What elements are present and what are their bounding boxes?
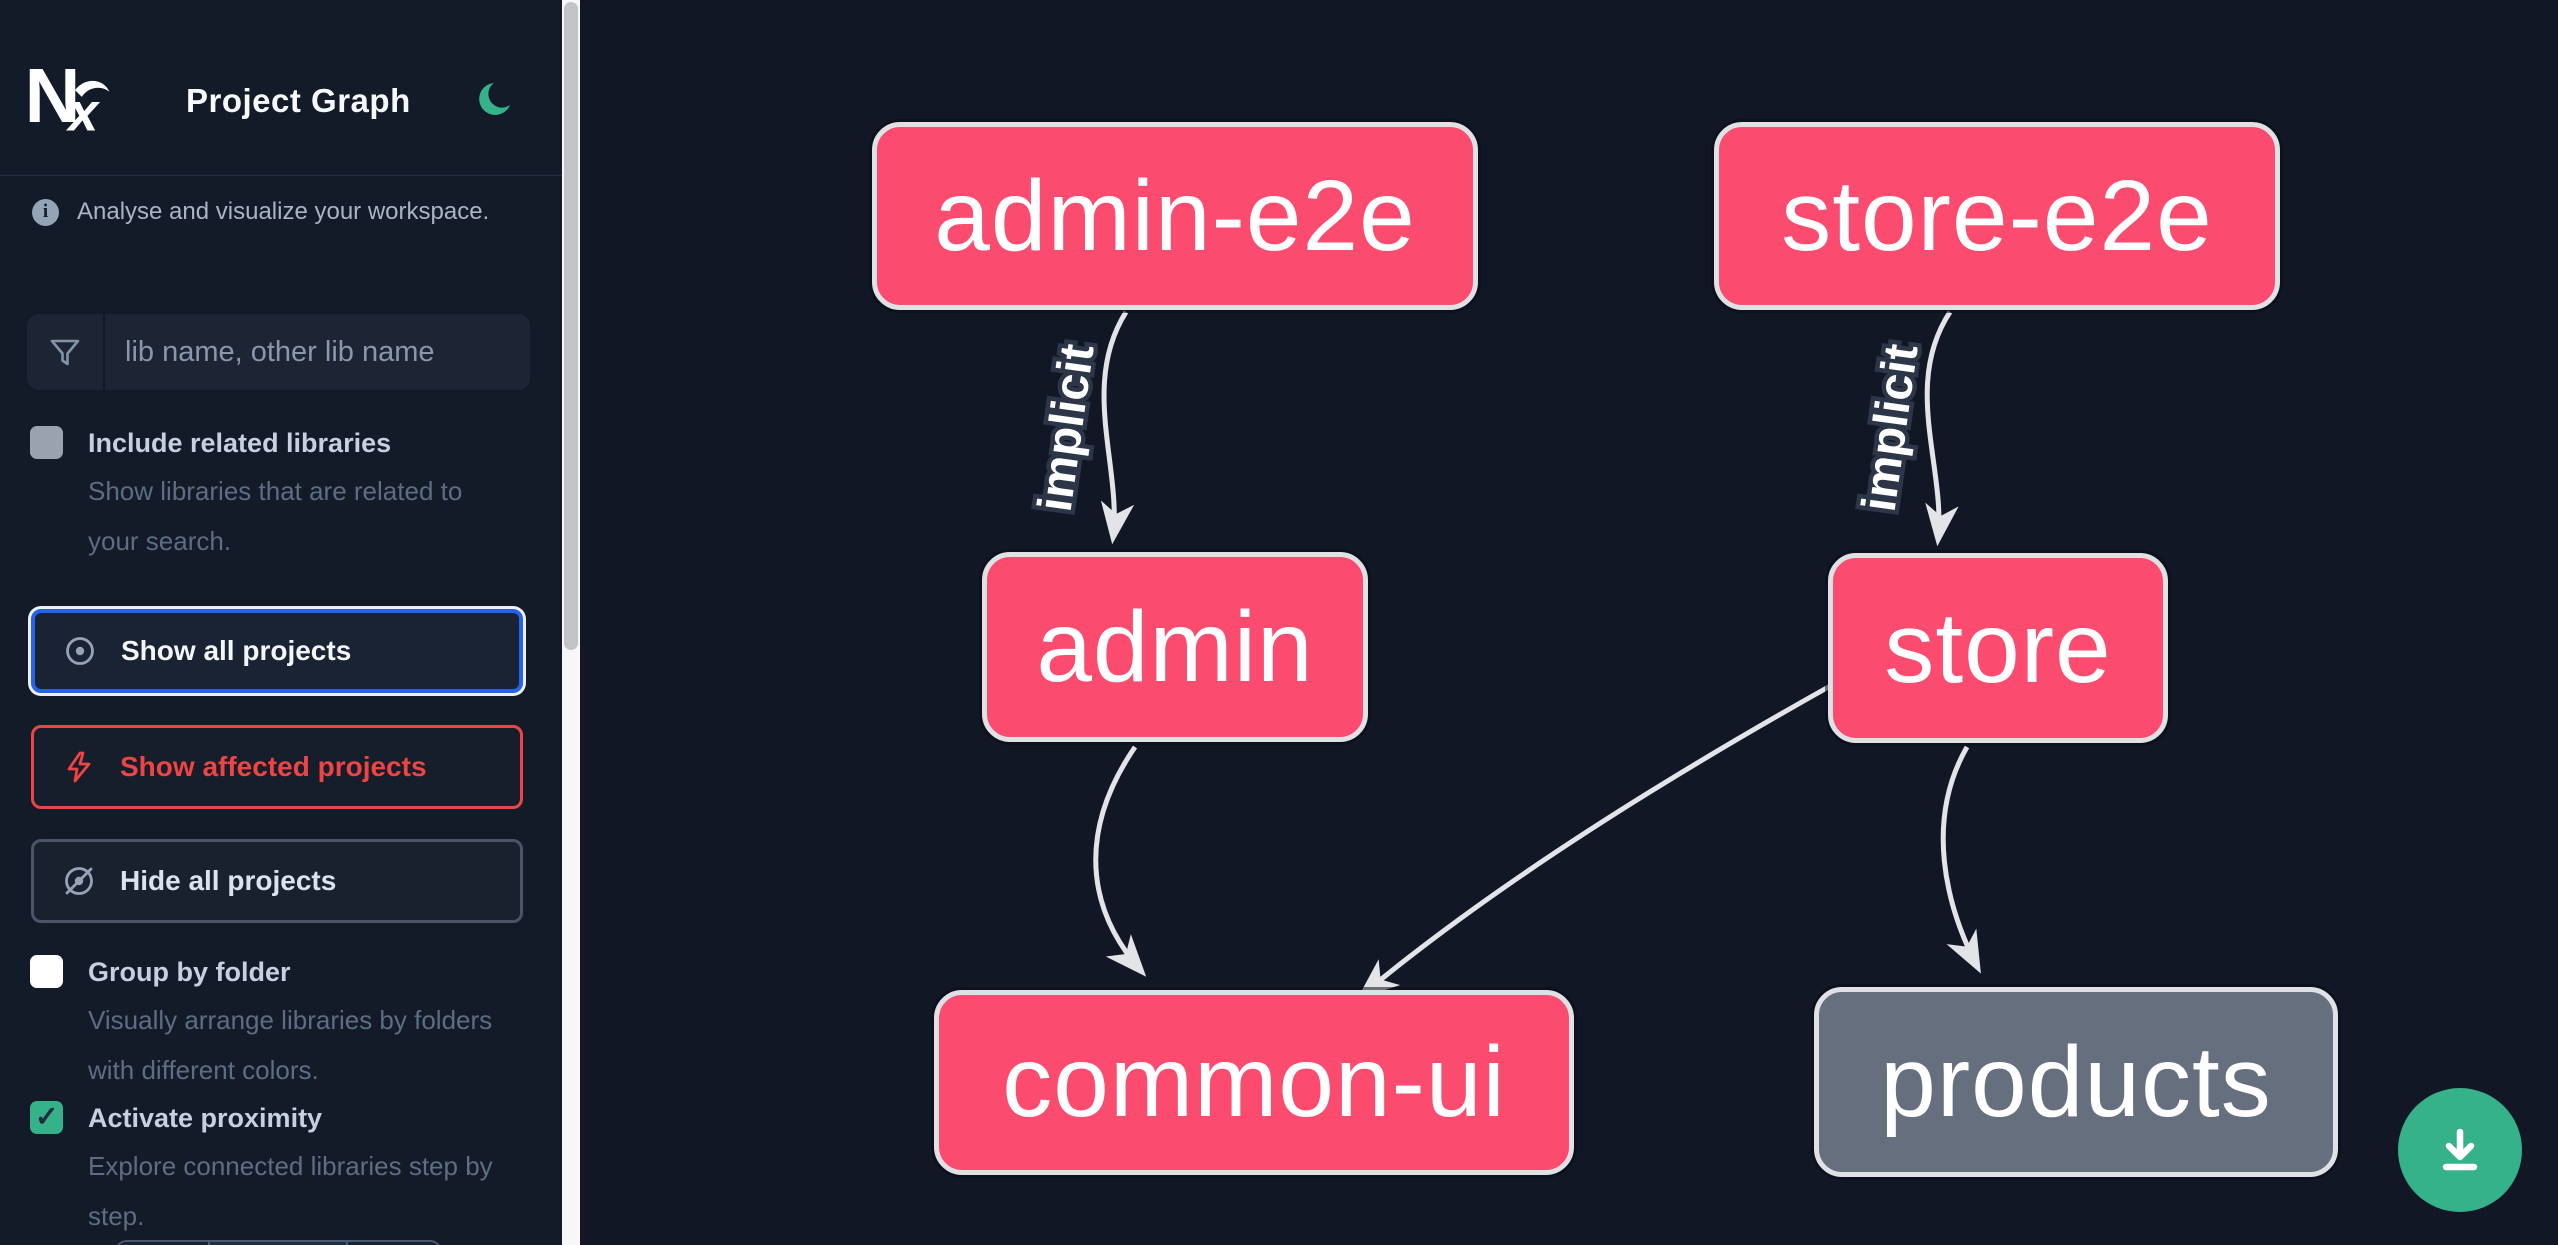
dependency-edges: implicit implicit — [1024, 310, 1981, 1000]
svg-text:N: N — [28, 58, 80, 134]
project-node-products[interactable]: products — [1814, 987, 2338, 1177]
page-title: Project Graph — [186, 82, 411, 119]
edge-store-e2e-to-store — [1924, 310, 1959, 547]
include-related-setting: Include related libraries Show libraries… — [30, 426, 530, 566]
search-input[interactable] — [105, 314, 530, 390]
hide-all-projects-label: Hide all projects — [120, 865, 337, 896]
activate-proximity-setting: Activate proximity Explore connected lib… — [30, 1100, 530, 1241]
project-node-admin[interactable]: admin — [982, 552, 1368, 742]
show-affected-projects-button[interactable]: Show affected projects — [31, 725, 523, 809]
edge-store-to-products — [1940, 745, 1981, 974]
project-node-store[interactable]: store — [1828, 553, 2168, 743]
header-divider — [0, 175, 562, 176]
show-all-projects-label: Show all projects — [121, 635, 352, 666]
include-related-label: Include related libraries — [88, 428, 392, 458]
project-node-common-ui[interactable]: common-ui — [934, 990, 1574, 1175]
activate-proximity-checkbox[interactable] — [30, 1100, 63, 1134]
project-filter — [27, 314, 530, 390]
eye-icon — [66, 637, 94, 665]
filter-icon-cell — [27, 314, 105, 390]
nx-logo: N x — [28, 58, 110, 134]
show-all-projects-button[interactable]: Show all projects — [31, 609, 523, 693]
info-icon: i — [32, 198, 59, 226]
moon-icon — [479, 82, 510, 115]
project-node-store-e2e[interactable]: store-e2e — [1714, 122, 2280, 310]
include-related-description: Show libraries that are related to your … — [88, 476, 463, 556]
sidebar: N x Project Graph i Analyse and visualiz… — [0, 0, 562, 1245]
proximity-depth-stepper — [115, 1240, 442, 1245]
workspace-info: i Analyse and visualize your workspace. — [32, 198, 532, 226]
graph-canvas[interactable]: implicit implicit admin-e2e store-e2e ad… — [580, 0, 2558, 1245]
project-node-admin-e2e[interactable]: admin-e2e — [872, 122, 1478, 310]
show-affected-projects-label: Show affected projects — [120, 751, 427, 782]
edge-admin-to-common-ui — [1093, 745, 1147, 977]
edge-label-implicit-store: implicit — [1853, 341, 1929, 515]
eye-off-icon — [65, 867, 93, 895]
edge-store-to-common-ui — [1357, 682, 1834, 1000]
edge-admin-e2e-to-admin — [1100, 310, 1135, 545]
hide-all-projects-button[interactable]: Hide all projects — [31, 839, 523, 923]
download-icon — [2442, 1128, 2478, 1171]
funnel-icon — [50, 339, 80, 366]
theme-toggle-button[interactable] — [470, 78, 516, 124]
download-graph-button[interactable] — [2398, 1088, 2522, 1212]
group-by-folder-description: Visually arrange libraries by folders wi… — [88, 1005, 493, 1085]
sidebar-scrollbar-track[interactable] — [562, 0, 580, 1245]
group-by-folder-setting: Group by folder Visually arrange librari… — [30, 955, 530, 1095]
activate-proximity-description: Explore connected libraries step by step… — [88, 1151, 493, 1231]
include-related-checkbox[interactable] — [30, 426, 63, 459]
edge-label-implicit-admin: implicit — [1029, 341, 1105, 515]
sidebar-scrollbar-thumb[interactable] — [564, 2, 578, 650]
workspace-tagline: Analyse and visualize your workspace. — [77, 198, 490, 225]
group-by-folder-label: Group by folder — [88, 957, 291, 987]
group-by-folder-checkbox[interactable] — [30, 955, 63, 988]
proximity-increment-button[interactable] — [348, 1242, 440, 1245]
proximity-decrement-button[interactable] — [117, 1242, 210, 1245]
lightning-bolt-icon — [67, 751, 91, 783]
proximity-value-cell[interactable] — [210, 1242, 348, 1245]
activate-proximity-label: Activate proximity — [88, 1103, 323, 1133]
